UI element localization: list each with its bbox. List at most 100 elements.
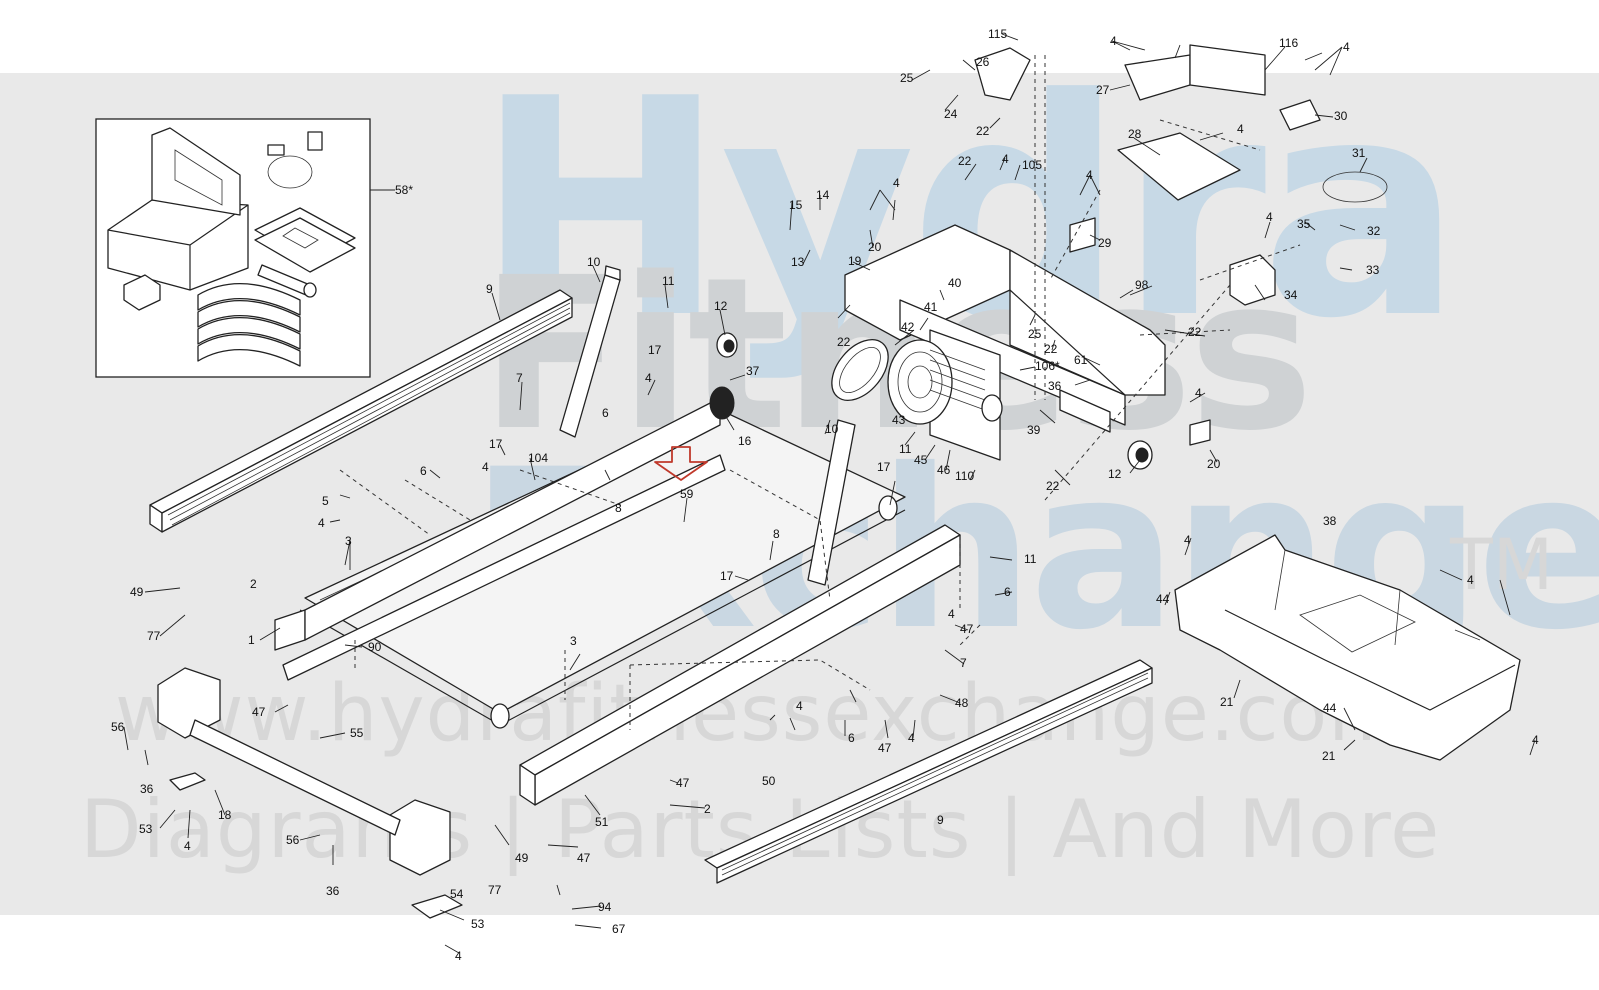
- callout-46: 46: [937, 463, 951, 477]
- callout-4-top: 4: [1002, 152, 1009, 166]
- callout-36-lower: 36: [326, 884, 340, 898]
- callout-16: 16: [738, 434, 752, 448]
- callout-10-left: 10: [587, 255, 601, 269]
- callout-33: 33: [1366, 263, 1380, 277]
- callout-22-left: 22: [837, 335, 851, 349]
- callout-29: 29: [1098, 236, 1112, 250]
- callout-47-left: 47: [252, 705, 266, 719]
- drive-motor: [709, 329, 1153, 470]
- callout-104: 104: [528, 451, 548, 465]
- callout-4-pan: 4: [1184, 533, 1191, 547]
- callout-13: 13: [791, 255, 805, 269]
- callout-2-upper: 2: [250, 577, 257, 591]
- callout-45: 45: [914, 453, 928, 467]
- callout-4-pan3: 4: [1532, 733, 1539, 747]
- callout-47-right: 47: [960, 622, 974, 636]
- callout-19: 19: [848, 254, 862, 268]
- callout-11-right: 11: [1024, 552, 1037, 566]
- watermark-trademark: TM: [1450, 524, 1554, 606]
- callout-67: 67: [612, 922, 626, 936]
- callout-77-lower: 77: [488, 883, 502, 897]
- callout-24: 24: [944, 107, 958, 121]
- callout-14: 14: [816, 188, 830, 202]
- callout-12-right: 12: [1108, 467, 1122, 481]
- callout-49-upper: 49: [130, 585, 144, 599]
- callout-37: 37: [746, 364, 760, 378]
- callout-44-lower: 44: [1323, 701, 1337, 715]
- callout-4-frame: 4: [1195, 386, 1202, 400]
- callout-4-board: 4: [1110, 34, 1117, 48]
- callout-6-upper: 6: [602, 406, 609, 420]
- callout-12-left: 12: [714, 299, 728, 313]
- callout-36-frame: 36: [1048, 379, 1062, 393]
- callout-42: 42: [901, 320, 915, 334]
- callout-4-bottom: 4: [455, 949, 462, 963]
- callout-110: 110: [955, 469, 974, 483]
- callout-4-pan2: 4: [1467, 573, 1474, 587]
- callout-49-lower: 49: [515, 851, 529, 865]
- callout-4-left: 4: [318, 516, 325, 530]
- callout-17-right: 17: [877, 460, 891, 474]
- leader-59: [683, 497, 688, 523]
- callout-5: 5: [322, 494, 329, 508]
- callout-41: 41: [924, 300, 938, 314]
- callout-53-upper: 53: [139, 822, 153, 836]
- callout-4-transformer: 4: [1086, 168, 1093, 182]
- callout-4-bracket: 4: [893, 176, 900, 190]
- callout-15: 15: [789, 198, 803, 212]
- callout-55: 55: [350, 726, 364, 740]
- callout-32: 32: [1367, 224, 1381, 238]
- callout-labels: 58* 9 10 11 12 37 17 4 7 6 16 104 17 6 4…: [111, 27, 1539, 963]
- callout-31: 31: [1352, 146, 1366, 160]
- callout-43: 43: [892, 413, 906, 427]
- callout-17-lower: 17: [720, 569, 734, 583]
- callout-38: 38: [1323, 514, 1337, 528]
- callout-6-front: 6: [848, 731, 855, 745]
- callout-36-upper: 36: [140, 782, 154, 796]
- base-frame: [274, 224, 1166, 806]
- callout-25-frame: 25: [1028, 327, 1042, 341]
- callout-9-upper: 9: [486, 282, 493, 296]
- callout-115: 115: [988, 27, 1007, 41]
- callout-3-left: 3: [345, 534, 352, 548]
- callout-47-lower: 47: [577, 851, 591, 865]
- callout-34: 34: [1284, 288, 1298, 302]
- electronics: [974, 44, 1388, 446]
- callout-26: 26: [976, 55, 990, 69]
- callout-4-front2: 4: [908, 731, 915, 745]
- callout-8-lower: 8: [773, 527, 780, 541]
- callout-105: 105: [1022, 158, 1042, 172]
- callout-77-upper: 77: [147, 629, 161, 643]
- highlight-arrow: [654, 446, 708, 481]
- callout-20-right: 20: [1207, 457, 1221, 471]
- callout-27: 27: [1096, 83, 1110, 97]
- callout-22-rear: 22: [1188, 325, 1202, 339]
- callout-48: 48: [955, 696, 969, 710]
- assembly-lines: [339, 55, 1301, 730]
- callout-21-lower: 21: [1322, 749, 1336, 763]
- callout-18: 18: [218, 808, 232, 822]
- callout-94: 94: [598, 900, 612, 914]
- callout-47-mid: 47: [676, 776, 690, 790]
- callout-4-plate: 4: [1237, 122, 1244, 136]
- callout-59: 59: [680, 487, 694, 501]
- callout-22-frame: 22: [1044, 342, 1058, 356]
- callout-17-mid: 17: [489, 437, 503, 451]
- callout-44-upper: 44: [1156, 592, 1170, 606]
- callout-56-upper: 56: [111, 720, 125, 734]
- callout-22-controller: 22: [976, 124, 990, 138]
- callout-11-upper: 11: [662, 274, 675, 288]
- callout-21-upper: 21: [1220, 695, 1234, 709]
- callout-10-right: 10: [825, 422, 839, 436]
- callout-22-top: 22: [958, 154, 972, 168]
- callout-106: 106*: [1035, 359, 1060, 373]
- callout-4-upper: 4: [645, 371, 652, 385]
- side-rail-left: [149, 289, 573, 533]
- callout-47-front: 47: [878, 741, 892, 755]
- callout-2-lower: 2: [704, 802, 711, 816]
- callout-6-mid: 6: [420, 464, 427, 478]
- callout-51: 51: [595, 815, 609, 829]
- callout-7-upper: 7: [516, 371, 523, 385]
